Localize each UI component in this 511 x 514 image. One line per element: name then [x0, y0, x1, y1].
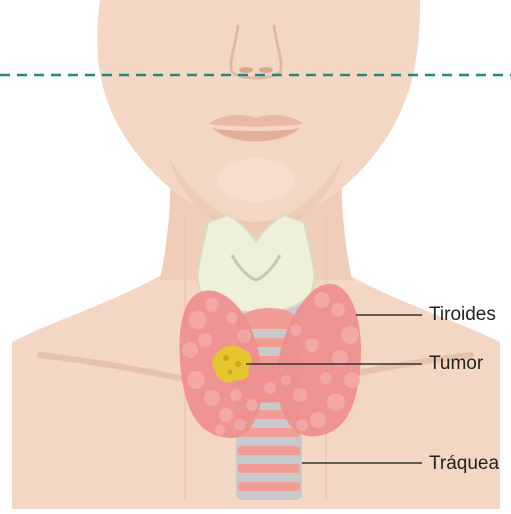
- trachea-ring: [238, 464, 300, 473]
- thyroid-lobule: [189, 311, 207, 329]
- trachea-ring: [238, 482, 300, 491]
- nostril-left: [239, 67, 253, 73]
- thyroid-lobule: [237, 329, 251, 343]
- thyroid-lobule: [320, 372, 332, 384]
- chin: [218, 158, 294, 202]
- thyroid-lobule: [182, 342, 198, 358]
- thyroid-lobule: [327, 393, 345, 411]
- thyroid-lobule: [204, 390, 220, 406]
- thyroid-lobule: [198, 333, 212, 347]
- thyroid-lobule: [230, 389, 242, 401]
- larynx-cricoid: [243, 308, 295, 328]
- thyroid-lobule: [290, 324, 302, 336]
- thyroid-lobule: [234, 419, 246, 431]
- label-thyroid: Tiroides: [429, 304, 496, 326]
- thyroid-lobule: [215, 425, 225, 435]
- thyroid-lobule: [314, 292, 330, 308]
- thyroid-lobule: [296, 419, 308, 431]
- thyroid-lobule: [281, 375, 291, 385]
- thyroid-lobule: [205, 298, 219, 312]
- nostril-right: [259, 67, 273, 73]
- thyroid-lobule: [310, 412, 326, 428]
- thyroid-lobule: [187, 371, 205, 389]
- thyroid-lobule: [341, 326, 359, 344]
- thyroid-lobule: [344, 372, 360, 388]
- trachea-ring: [238, 446, 300, 455]
- label-tumor: Tumor: [429, 353, 483, 375]
- thyroid-lobule: [226, 312, 238, 324]
- thyroid-lobule: [293, 388, 307, 402]
- thyroid-lobule: [219, 408, 233, 422]
- thyroid-lobule: [246, 399, 258, 411]
- thyroid-lobule: [331, 303, 345, 317]
- thyroid-lobule: [305, 338, 319, 352]
- label-trachea: Tráquea: [429, 453, 499, 475]
- thyroid-lobule: [264, 382, 276, 394]
